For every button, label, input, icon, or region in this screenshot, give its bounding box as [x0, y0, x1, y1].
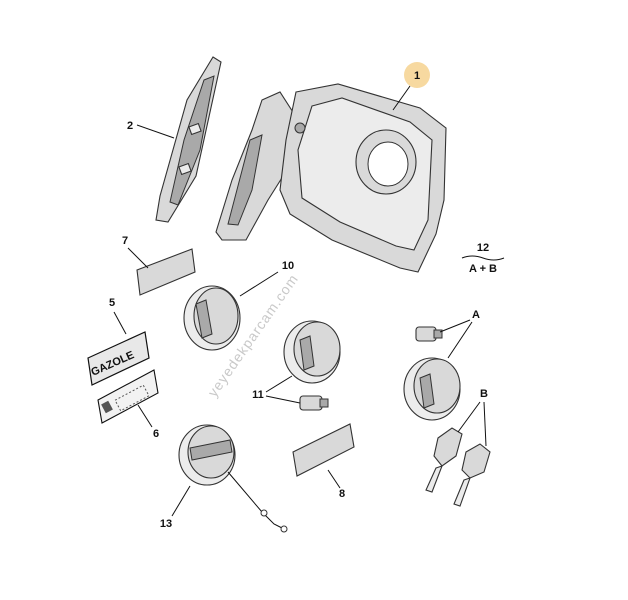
part-b-key-2: [453, 443, 491, 507]
part-2-flap-panel: [155, 56, 222, 223]
leader-11a: [265, 375, 293, 393]
callout-12: 12: [477, 242, 489, 254]
leader-1: [392, 85, 411, 111]
part-13-cap-with-tether: [178, 424, 288, 533]
leader-b2: [483, 401, 487, 447]
callout-10: 10: [282, 260, 294, 272]
leader-13: [171, 485, 191, 517]
leader-a1: [439, 319, 471, 333]
callout-a: A: [472, 309, 480, 321]
leader-2: [136, 124, 175, 139]
callout-12-group: 12 A + B: [461, 242, 505, 275]
leader-6: [137, 404, 153, 428]
callout-8: 8: [339, 488, 345, 500]
part-7-label: [136, 248, 196, 296]
callout-1-highlight: [404, 62, 430, 88]
callout-1: 1: [414, 70, 420, 82]
callout-11: 11: [252, 389, 264, 401]
callout-12-sub: A + B: [469, 263, 497, 275]
part-6-pictogram-label: [97, 369, 159, 424]
callout-13: 13: [160, 518, 172, 530]
callout-b: B: [480, 388, 488, 400]
leader-10: [239, 271, 279, 297]
leader-8: [327, 469, 341, 489]
part-10-fuel-cap: [183, 285, 241, 351]
leader-5: [113, 311, 127, 335]
part-a-lock-barrel: [415, 326, 443, 342]
leader-a2: [447, 321, 473, 359]
callout-6: 6: [153, 428, 159, 440]
part-11-lock-barrel: [299, 395, 329, 411]
leader-b1: [457, 401, 481, 433]
part-11-fuel-cap: [283, 320, 341, 384]
leader-7: [127, 247, 149, 269]
callout-2: 2: [127, 120, 133, 132]
callout-7: 7: [122, 235, 128, 247]
part-8-label: [292, 423, 355, 477]
part-1-filler-housing: [215, 83, 447, 273]
part-b-key-1: [425, 427, 463, 493]
part-a-fuel-cap: [403, 357, 461, 421]
callout-5: 5: [109, 297, 115, 309]
leader-11b: [265, 395, 301, 404]
pump-icon: [101, 400, 113, 414]
